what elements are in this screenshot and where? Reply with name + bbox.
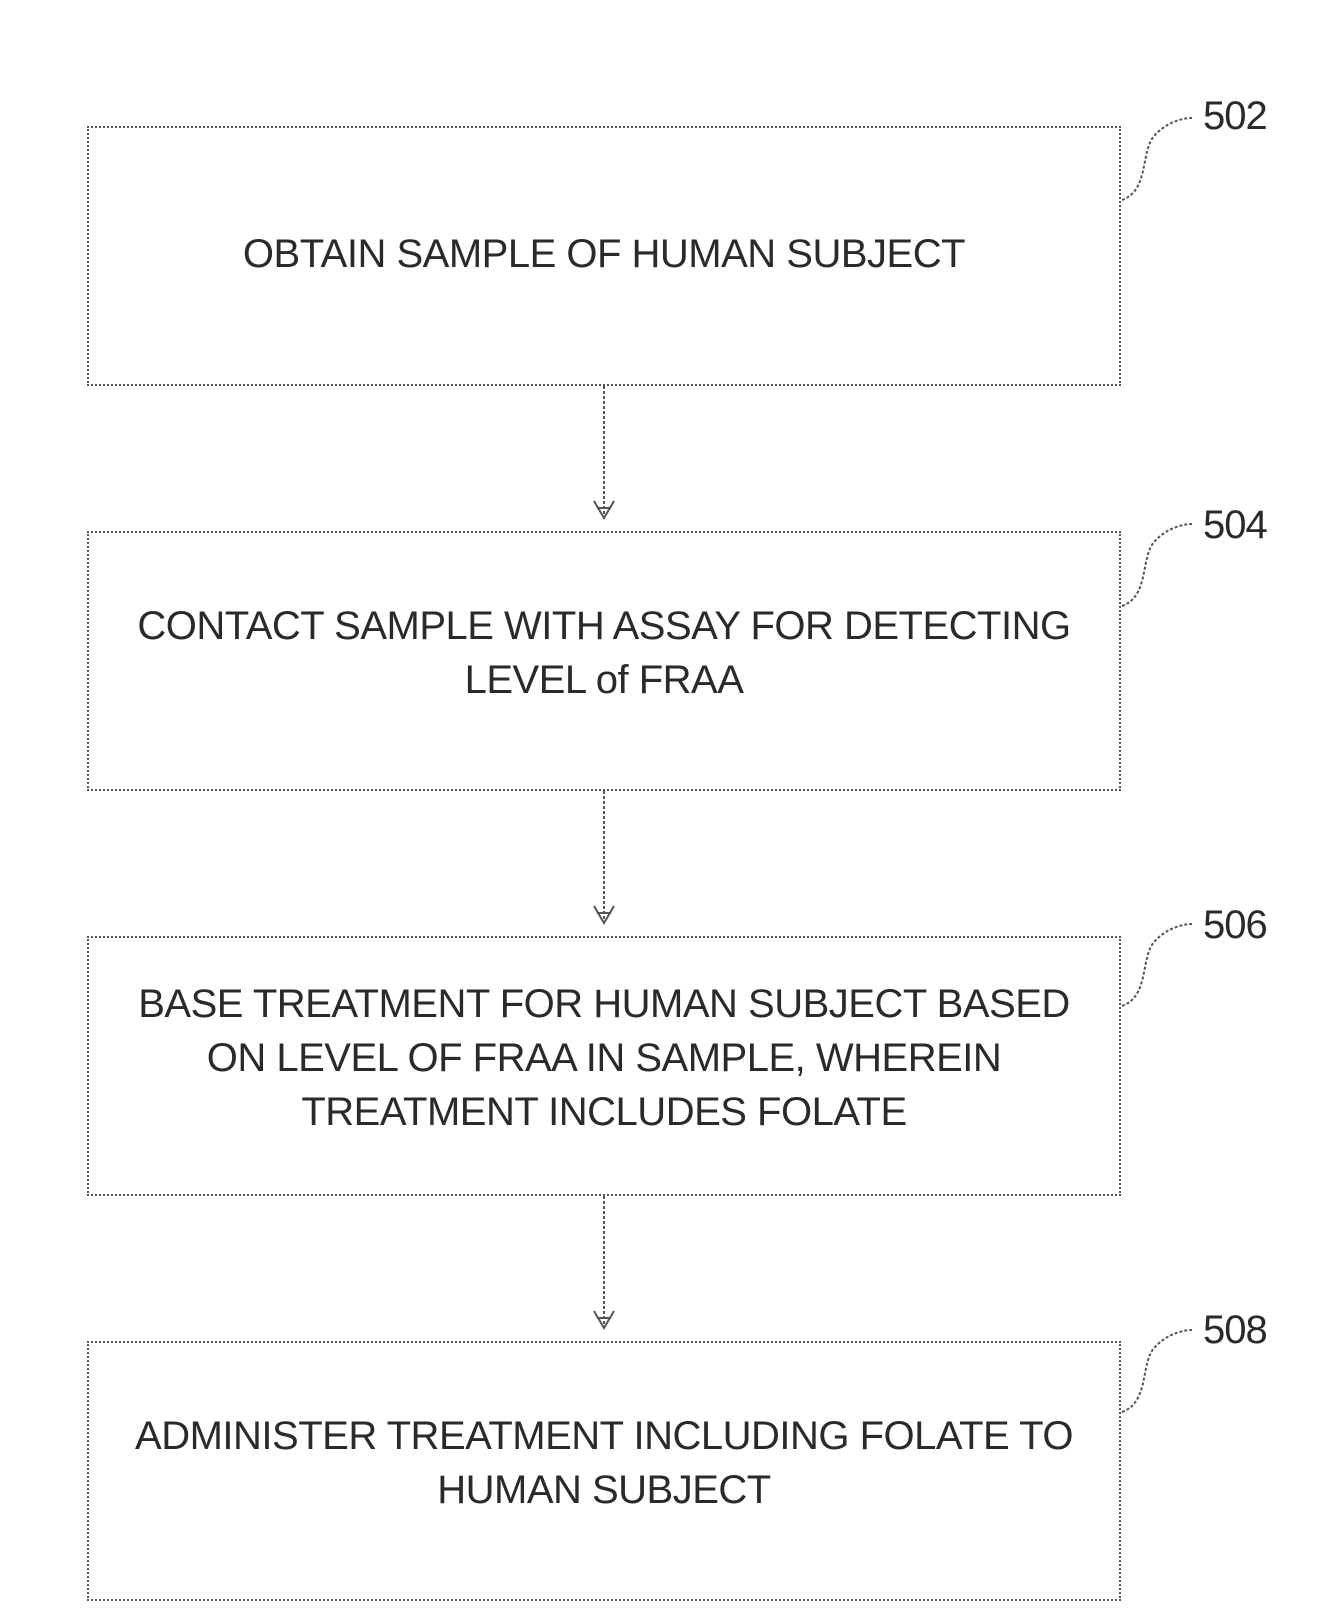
step-box-506: BASE TREATMENT FOR HUMAN SUBJECT BASED O… xyxy=(87,936,1121,1196)
arrow-504-to-506 xyxy=(594,791,614,923)
ref-number-506: 506 xyxy=(1203,903,1267,947)
ref-number-504: 504 xyxy=(1203,503,1267,547)
leader-line-504 xyxy=(1122,524,1192,606)
step-box-508: ADMINISTER TREATMENT INCLUDING FOLATE TO… xyxy=(87,1341,1121,1601)
step-text-502: OBTAIN SAMPLE OF HUMAN SUBJECT xyxy=(243,227,965,281)
step-box-502: OBTAIN SAMPLE OF HUMAN SUBJECT xyxy=(87,126,1121,386)
step-text-508: ADMINISTER TREATMENT INCLUDING FOLATE TO… xyxy=(135,1409,1073,1517)
step-text-504: CONTACT SAMPLE WITH ASSAY FOR DETECTING … xyxy=(137,599,1070,707)
step-box-504: CONTACT SAMPLE WITH ASSAY FOR DETECTING … xyxy=(87,531,1121,791)
leader-line-502 xyxy=(1122,118,1192,200)
leader-line-508 xyxy=(1122,1330,1192,1412)
step-text-506: BASE TREATMENT FOR HUMAN SUBJECT BASED O… xyxy=(138,977,1070,1139)
arrow-502-to-504 xyxy=(594,386,614,518)
ref-number-502: 502 xyxy=(1203,94,1267,138)
arrow-506-to-508 xyxy=(594,1196,614,1328)
leader-line-506 xyxy=(1122,924,1192,1006)
ref-number-508: 508 xyxy=(1203,1308,1267,1352)
